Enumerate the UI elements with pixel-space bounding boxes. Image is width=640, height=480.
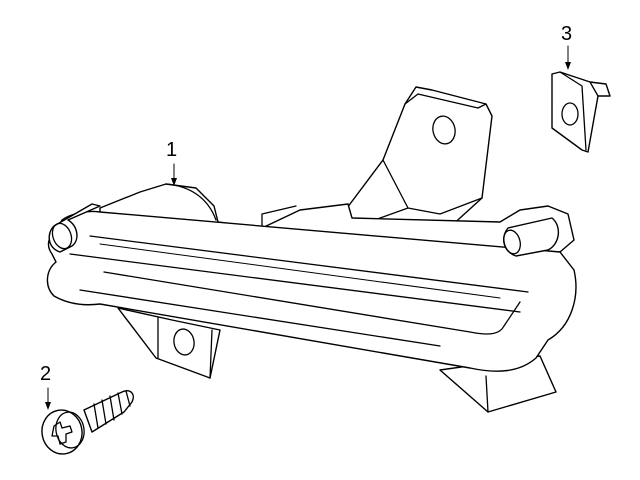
callout-number-1: 1 <box>166 139 178 161</box>
speed-nut-clip-icon <box>551 71 611 153</box>
fog-lamp-housing-icon <box>46 86 577 413</box>
callout-3-leader <box>565 45 571 70</box>
callout-2-leader <box>45 387 51 410</box>
callout-number-3: 3 <box>561 23 573 45</box>
callout-number-2: 2 <box>40 363 52 385</box>
phillips-screw-icon <box>41 390 134 455</box>
callout-1-leader <box>171 163 177 186</box>
